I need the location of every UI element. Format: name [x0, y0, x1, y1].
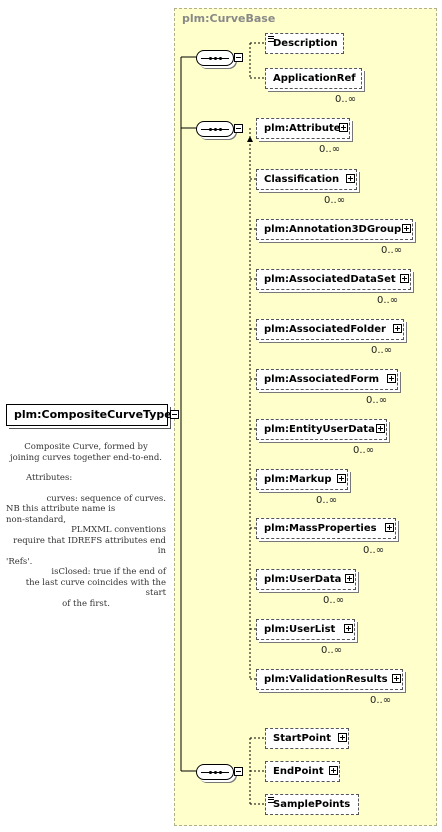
element-plm-markup[interactable]: plm:Markup [256, 469, 348, 490]
cardinality-label: 0..∞ [335, 94, 357, 105]
expand-icon[interactable] [387, 374, 396, 383]
element-associated-folder[interactable]: plm:AssociatedFolder [256, 319, 404, 340]
composite-curve-type-element[interactable]: plm:CompositeCurveType [6, 404, 172, 426]
element-end-point[interactable]: EndPoint [265, 761, 340, 782]
element-sample-points[interactable]: SamplePoints [265, 794, 359, 815]
element-description[interactable]: Description [265, 33, 344, 54]
collapse-icon[interactable] [234, 767, 243, 776]
expand-icon[interactable] [345, 574, 354, 583]
cardinality-label: 0..∞ [371, 345, 393, 356]
group-title: plm:CurveBase [182, 12, 276, 25]
element-entity-user-data[interactable]: plm:EntityUserData [256, 419, 387, 440]
expand-icon[interactable] [339, 123, 348, 132]
element-plm-user-list[interactable]: plm:UserList [256, 619, 355, 640]
expand-icon[interactable] [400, 274, 409, 283]
expand-icon[interactable] [344, 624, 353, 633]
collapse-icon[interactable] [170, 410, 179, 419]
element-associated-form[interactable]: plm:AssociatedForm [256, 369, 398, 390]
sequence-compositor-3 [196, 764, 234, 780]
expand-icon[interactable] [393, 324, 402, 333]
root-label: plm:CompositeCurveType [14, 408, 172, 421]
expand-icon[interactable] [376, 424, 385, 433]
element-mass-properties[interactable]: plm:MassProperties [256, 518, 396, 539]
cardinality-label: 0..∞ [370, 695, 392, 706]
sequence-compositor-2 [196, 121, 234, 137]
collapse-icon[interactable] [234, 53, 243, 62]
cardinality-label: 0..∞ [324, 195, 346, 206]
cardinality-label: 0..∞ [316, 495, 338, 506]
expand-icon[interactable] [329, 766, 338, 775]
element-annotation3dgroup[interactable]: plm:Annotation3DGroup [256, 219, 413, 240]
cardinality-label: 0..∞ [321, 645, 343, 656]
expand-icon[interactable] [346, 174, 355, 183]
cardinality-label: 0..∞ [353, 445, 375, 456]
cardinality-label: 0..∞ [377, 295, 399, 306]
expand-icon[interactable] [392, 674, 401, 683]
documentation-icon [268, 797, 274, 803]
collapse-icon[interactable] [234, 124, 243, 133]
element-validation-results[interactable]: plm:ValidationResults [256, 669, 403, 690]
cardinality-label: 0..∞ [366, 395, 388, 406]
cardinality-label: 0..∞ [381, 245, 403, 256]
element-plm-user-data[interactable]: plm:UserData [256, 569, 356, 590]
expand-icon[interactable] [385, 523, 394, 532]
cardinality-label: 0..∞ [319, 144, 341, 155]
documentation-icon [268, 36, 274, 42]
element-associated-data-set[interactable]: plm:AssociatedDataSet [256, 269, 411, 290]
expand-icon[interactable] [338, 733, 347, 742]
cardinality-label: 0..∞ [363, 545, 385, 556]
element-start-point[interactable]: StartPoint [265, 728, 349, 749]
expand-icon[interactable] [402, 224, 411, 233]
element-plm-attribute[interactable]: plm:Attribute [256, 118, 350, 139]
cardinality-label: 0..∞ [323, 595, 345, 606]
element-application-ref[interactable]: ApplicationRef [265, 68, 362, 89]
documentation-annotation: Composite Curve, formed by joining curve… [6, 442, 166, 609]
sequence-compositor-1 [196, 50, 234, 66]
expand-icon[interactable] [337, 474, 346, 483]
element-classification[interactable]: Classification [256, 169, 357, 190]
